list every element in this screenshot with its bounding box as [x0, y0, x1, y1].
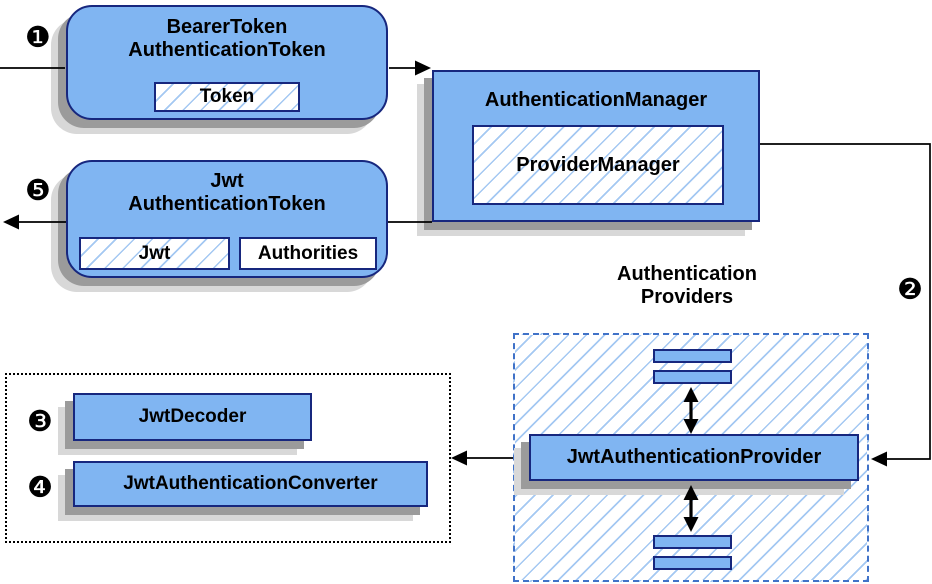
providers-label-line2: Providers [640, 286, 734, 308]
step-1-badge: ❶ [25, 20, 51, 54]
jwt-components-group [5, 373, 451, 543]
bearer-token-authentication-token-node: BearerToken AuthenticationToken Token [66, 5, 388, 120]
authentication-manager-title: AuthenticationManager [484, 89, 708, 111]
jwt-chip: Jwt [79, 237, 230, 270]
jwt-token-node-title: Jwt AuthenticationToken [68, 170, 386, 216]
jwt-token-title-line2: AuthenticationToken [128, 193, 326, 215]
bearer-token-node-title: BearerToken AuthenticationToken [68, 16, 386, 62]
jwt-authentication-token-node: Jwt AuthenticationToken Jwt Authorities [66, 160, 388, 278]
providers-label-line1: Authentication [617, 263, 757, 285]
provider-to-components-arrowhead [451, 450, 467, 466]
provider-stack-bar [653, 349, 732, 363]
outgoing-result-arrowhead [3, 214, 19, 230]
provider-stack-bar [653, 556, 732, 570]
jwt-decoder-node: JwtDecoder [73, 393, 312, 441]
provider-stack-bar [653, 535, 732, 549]
manager-to-provider-arrowhead [871, 451, 887, 467]
step-5-badge: ❺ [25, 173, 51, 207]
step-3-badge: ❸ [27, 404, 53, 438]
step-2-badge: ❷ [897, 272, 923, 306]
jwt-authentication-converter-node: JwtAuthenticationConverter [73, 461, 428, 507]
jwt-authentication-provider-node: JwtAuthenticationProvider [529, 434, 859, 481]
jwt-token-title-line1: Jwt [210, 170, 244, 192]
bearer-to-manager-arrowhead [415, 60, 431, 76]
bearer-token-title-line1: BearerToken [166, 16, 288, 38]
authorities-chip: Authorities [239, 237, 377, 270]
step-4-badge: ❹ [27, 470, 53, 504]
provider-stack-bar [653, 370, 732, 384]
token-chip: Token [154, 82, 300, 112]
bearer-token-title-line2: AuthenticationToken [128, 39, 326, 61]
provider-manager-chip: ProviderManager [472, 125, 724, 205]
authentication-providers-label: Authentication Providers [562, 263, 812, 309]
authentication-manager-node: AuthenticationManager ProviderManager [432, 70, 760, 222]
